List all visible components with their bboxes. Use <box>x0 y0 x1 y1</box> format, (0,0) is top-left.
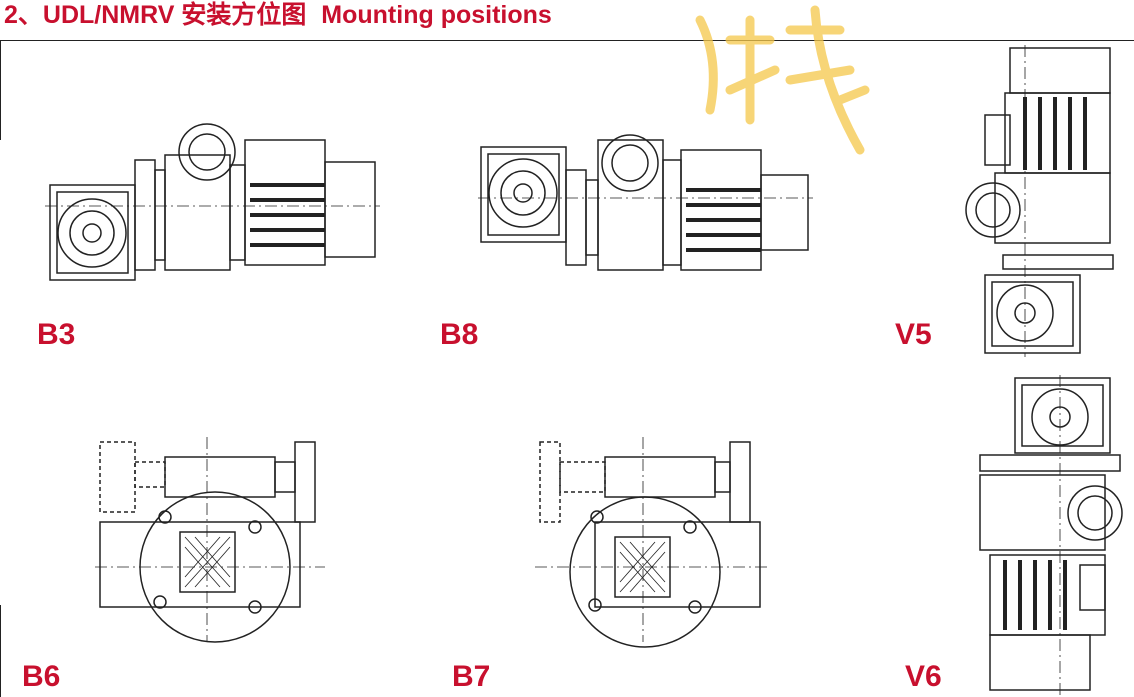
page-title: 2、UDL/NMRV 安装方位图 Mounting positions <box>4 0 552 30</box>
label-v5: V5 <box>895 318 932 351</box>
watermark-logo <box>695 5 870 155</box>
label-v6: V6 <box>905 660 942 693</box>
title-prefix: 2、UDL/NMRV 安装方位图 <box>4 1 307 29</box>
frame-top-border <box>0 40 1134 41</box>
v6-gearbox-drawing <box>979 375 1123 695</box>
label-b6: B6 <box>22 660 61 693</box>
b8-gearbox-drawing <box>478 134 813 271</box>
label-b3: B3 <box>37 318 76 351</box>
b6-gearbox-drawing <box>95 437 325 643</box>
title-english: Mounting positions <box>321 1 552 29</box>
label-b8: B8 <box>440 318 479 351</box>
b3-gearbox-drawing <box>45 123 380 281</box>
frame-left-border-bottom <box>0 605 1 697</box>
v5-gearbox-drawing <box>965 45 1114 357</box>
b7-gearbox-drawing <box>535 437 770 648</box>
label-b7: B7 <box>452 660 491 693</box>
frame-left-border-top <box>0 40 1 140</box>
